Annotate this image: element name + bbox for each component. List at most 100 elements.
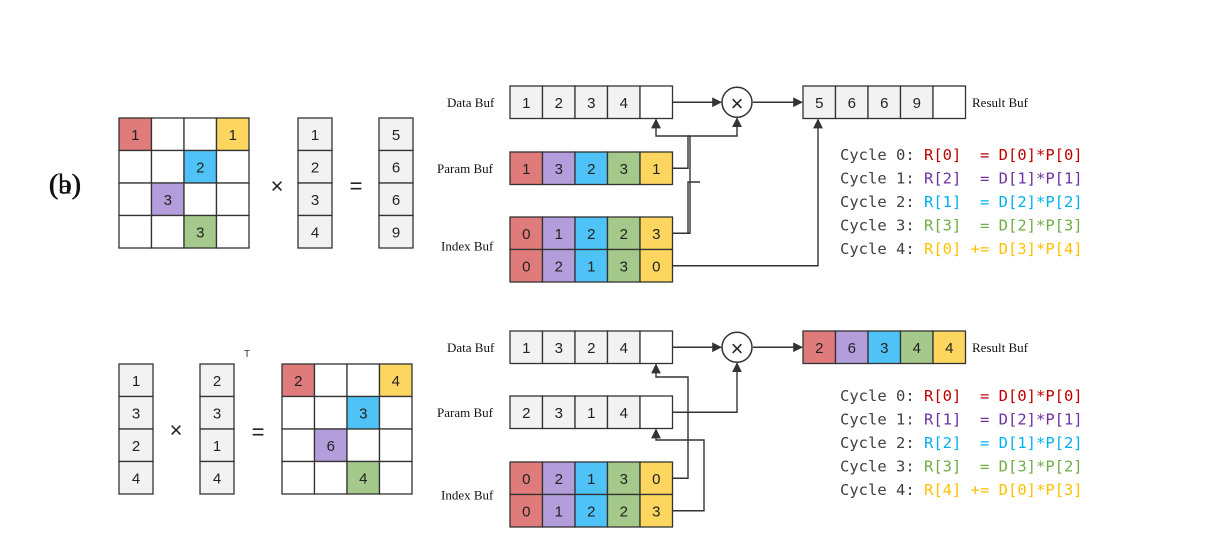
- index-buf-cell: 3: [606, 248, 641, 283]
- result-buf-cell: 6: [867, 85, 902, 120]
- index-buf-cell-box: [509, 248, 544, 283]
- index-buf-cell-value: 1: [555, 226, 563, 243]
- matrix-cell-box: [346, 460, 381, 495]
- result-buf-cell-box: [802, 85, 837, 120]
- matrix-cell-value: 1: [131, 127, 139, 144]
- index-buf-cell-value: 3: [652, 503, 660, 520]
- right-vector-cell-box: [199, 460, 235, 495]
- input-vector-cell-value: 4: [311, 224, 319, 241]
- matrix-cell: [118, 214, 153, 249]
- result-buf-cell-value: 5: [815, 95, 823, 112]
- param-buf-cell-value: 3: [555, 405, 563, 422]
- index-buf-cell-value: 1: [587, 471, 595, 488]
- index-buf-cell-box: [574, 493, 609, 528]
- cycle-line: Cycle 1: R[2] = D[1]*P[1]: [840, 170, 1083, 188]
- matrix-cell-value: 4: [359, 470, 367, 487]
- index1-wire-hidden: [672, 181, 700, 234]
- param-buf-cell: 3: [541, 151, 576, 186]
- data-buf-cell: [639, 85, 674, 120]
- matrix-cell-box: [183, 117, 218, 152]
- index-buf-cell-value: 3: [652, 226, 660, 243]
- data-buf-cell-value: 4: [620, 95, 628, 112]
- param-buf-cell: 3: [606, 151, 641, 186]
- result-buf-cell-box: [867, 85, 902, 120]
- param-buf-cell-box: [639, 395, 674, 430]
- left-vector-cell-value: 1: [132, 373, 140, 390]
- matrix-cell: [215, 214, 250, 249]
- param-buf-cell-box: [574, 151, 609, 186]
- param-buf-cell-value: 1: [587, 405, 595, 422]
- right-vector-cell-value: 2: [213, 373, 221, 390]
- index-buf-cell: 2: [541, 461, 576, 496]
- data-buf-cell-box: [639, 330, 674, 365]
- param-buf-cell: 1: [639, 151, 674, 186]
- output-vector-cell-box: [378, 182, 414, 217]
- index-buf-cell: 0: [639, 461, 674, 496]
- matrix-cell-box: [313, 460, 348, 495]
- matrix-cell-value: 3: [196, 224, 204, 241]
- matrix-cell-box: [118, 214, 153, 249]
- matrix-cell: [313, 363, 348, 398]
- cycle-expression: R[2] = D[1]*P[1]: [924, 170, 1083, 188]
- param-buf-cell: 2: [509, 395, 544, 430]
- data-buf-cell: 3: [541, 330, 576, 365]
- param-buf-cell-box: [639, 151, 674, 186]
- matrix-cell: 3: [346, 395, 381, 430]
- data-buf-cell-box: [606, 330, 641, 365]
- cycle-prefix: Cycle 4:: [840, 481, 924, 499]
- matrix-cell-value: 3: [164, 192, 172, 209]
- matrix-cell: [313, 460, 348, 495]
- output-vector-cell-box: [378, 117, 414, 152]
- param-buf-cell-value: 1: [652, 161, 660, 178]
- index-buf-cell-value: 2: [555, 258, 563, 275]
- cycle-line: Cycle 4: R[4] += D[0]*P[3]: [840, 481, 1083, 499]
- result-buf-label: Result Buf: [972, 95, 1029, 110]
- cycle-line: Cycle 1: R[1] = D[2]*P[1]: [840, 411, 1083, 429]
- data-buf-cell-box: [574, 85, 609, 120]
- cycle-prefix: Cycle 3:: [840, 217, 924, 235]
- matrix-cell: [378, 460, 413, 495]
- cycle-line: Cycle 3: R[3] = D[3]*P[2]: [840, 458, 1083, 476]
- result-buf-cell-box: [834, 330, 869, 365]
- index-buf-cell-box: [509, 216, 544, 251]
- data-buf-cell-value: 4: [620, 340, 628, 357]
- matrix-cell-box: [215, 149, 250, 184]
- panel-label: (b): [49, 170, 82, 201]
- index-buf-cell-value: 0: [522, 258, 530, 275]
- left-vector-cell-value: 3: [132, 405, 140, 422]
- cycle-line: Cycle 2: R[1] = D[2]*P[2]: [840, 193, 1083, 211]
- matrix-cell: 6: [313, 428, 348, 463]
- index-buf-cell-box: [574, 461, 609, 496]
- data-buf-cell: 3: [574, 85, 609, 120]
- index-buf-cell-value: 1: [587, 258, 595, 275]
- result-buf-cell: 6: [834, 330, 869, 365]
- cycle-prefix: Cycle 2:: [840, 434, 924, 452]
- matrix-cell: [150, 117, 185, 152]
- result-buf-cell: 5: [802, 85, 837, 120]
- panel-label: (a): [49, 170, 80, 201]
- index-buf-cell-box: [639, 461, 674, 496]
- matrix-cell-box: [183, 182, 218, 217]
- index-buf-cell-box: [541, 493, 576, 528]
- multiplier-circle: [721, 86, 753, 118]
- index-buf-cell-box: [639, 493, 674, 528]
- matrix-cell: 2: [281, 363, 316, 398]
- cycle-prefix: Cycle 1:: [840, 411, 924, 429]
- index-buf-cell-box: [541, 248, 576, 283]
- index-buf-cell-box: [606, 248, 641, 283]
- matrix-cell: [215, 149, 250, 184]
- index-buf-cell-value: 0: [652, 258, 660, 275]
- data-buf-cell: [639, 330, 674, 365]
- index-buf-cell: 0: [509, 461, 544, 496]
- cycle-line: Cycle 3: R[3] = D[2]*P[3]: [840, 217, 1083, 235]
- index-buf-cell-value: 3: [620, 258, 628, 275]
- cycle-prefix: Cycle 4:: [840, 240, 924, 258]
- cycle-expression: R[1] = D[2]*P[2]: [924, 193, 1083, 211]
- param-buf-cell-value: 4: [620, 405, 628, 422]
- right-vector-cell: 4: [199, 460, 235, 495]
- matrix-cell-box: [378, 395, 413, 430]
- index-buf-cell: 0: [509, 493, 544, 528]
- param-buf-label: Param Buf: [437, 161, 494, 176]
- index-buf-cell-box: [606, 493, 641, 528]
- result-buf-cell-value: 9: [913, 95, 921, 112]
